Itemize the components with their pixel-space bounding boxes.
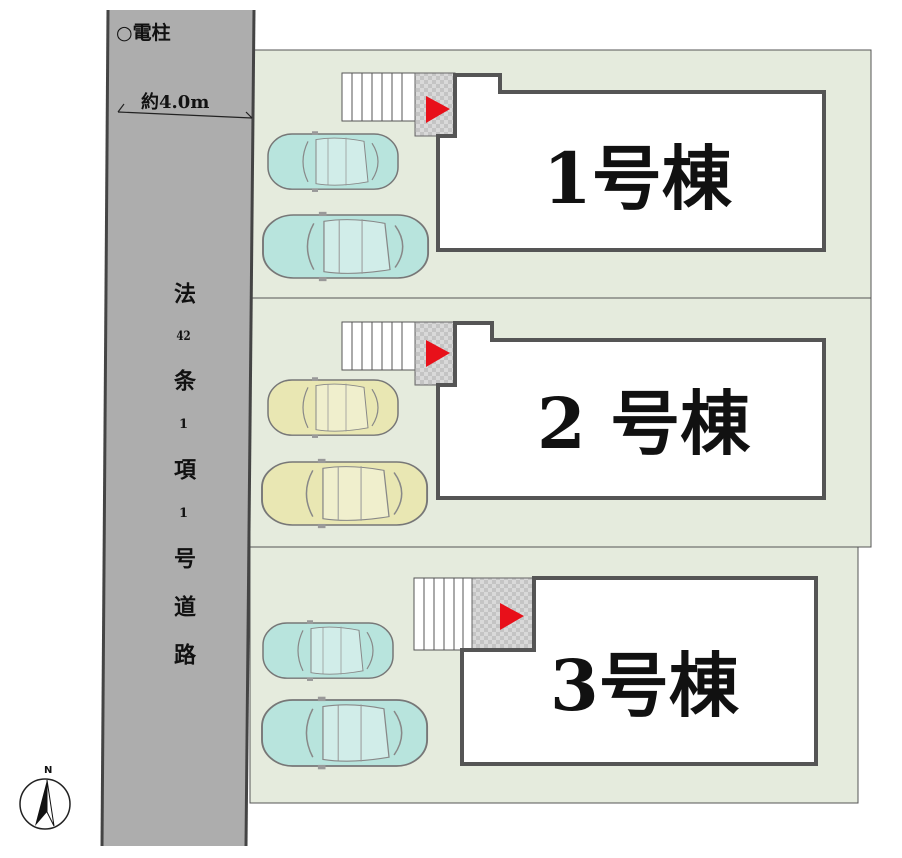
road-edge-right [244, 9, 256, 847]
building-2 [436, 321, 826, 500]
road-name-label: 法 42 条 1 項 1 号 道 路 [166, 282, 196, 665]
road-width-dimension-line [117, 111, 253, 119]
north-label: N [44, 765, 53, 776]
utility-pole-label: ○電柱 [116, 22, 171, 44]
steps-1 [341, 72, 416, 122]
road-name-char: 道 [170, 595, 196, 617]
road-width-label: 約4.0m [141, 92, 210, 113]
building-2-label: 2 号棟 [537, 382, 751, 465]
building-1 [436, 73, 826, 252]
road-width-tick-right [245, 111, 253, 119]
car-3b [261, 695, 429, 771]
road-name-char: 項 [170, 458, 196, 480]
road [102, 10, 254, 846]
car-3a [262, 619, 394, 682]
road-name-char: 42 [176, 330, 191, 343]
car-2b [261, 457, 429, 530]
road-name-char: 号 [170, 547, 196, 569]
building-3-label: 3号棟 [550, 644, 739, 727]
steps-2 [341, 321, 416, 371]
entrance-arrow-3 [500, 603, 524, 630]
compass-needle-outline [46, 779, 55, 827]
building-3 [460, 576, 818, 766]
road-name-char: 条 [170, 369, 196, 391]
car-2a [267, 376, 399, 439]
compass-needle [35, 780, 47, 826]
road-name-char: 1 [176, 506, 191, 521]
road-edge-left [100, 9, 110, 847]
entrance-arrow-1 [426, 96, 450, 123]
road-name-char: 法 [170, 282, 196, 304]
road-width-tick-left [117, 103, 125, 113]
building-1-label: 1号棟 [543, 137, 732, 220]
road-name-char: 1 [176, 417, 191, 432]
entrance-arrow-2 [426, 340, 450, 367]
road-name-char: 路 [170, 643, 196, 665]
car-1b [262, 210, 430, 283]
car-1a [267, 130, 399, 193]
